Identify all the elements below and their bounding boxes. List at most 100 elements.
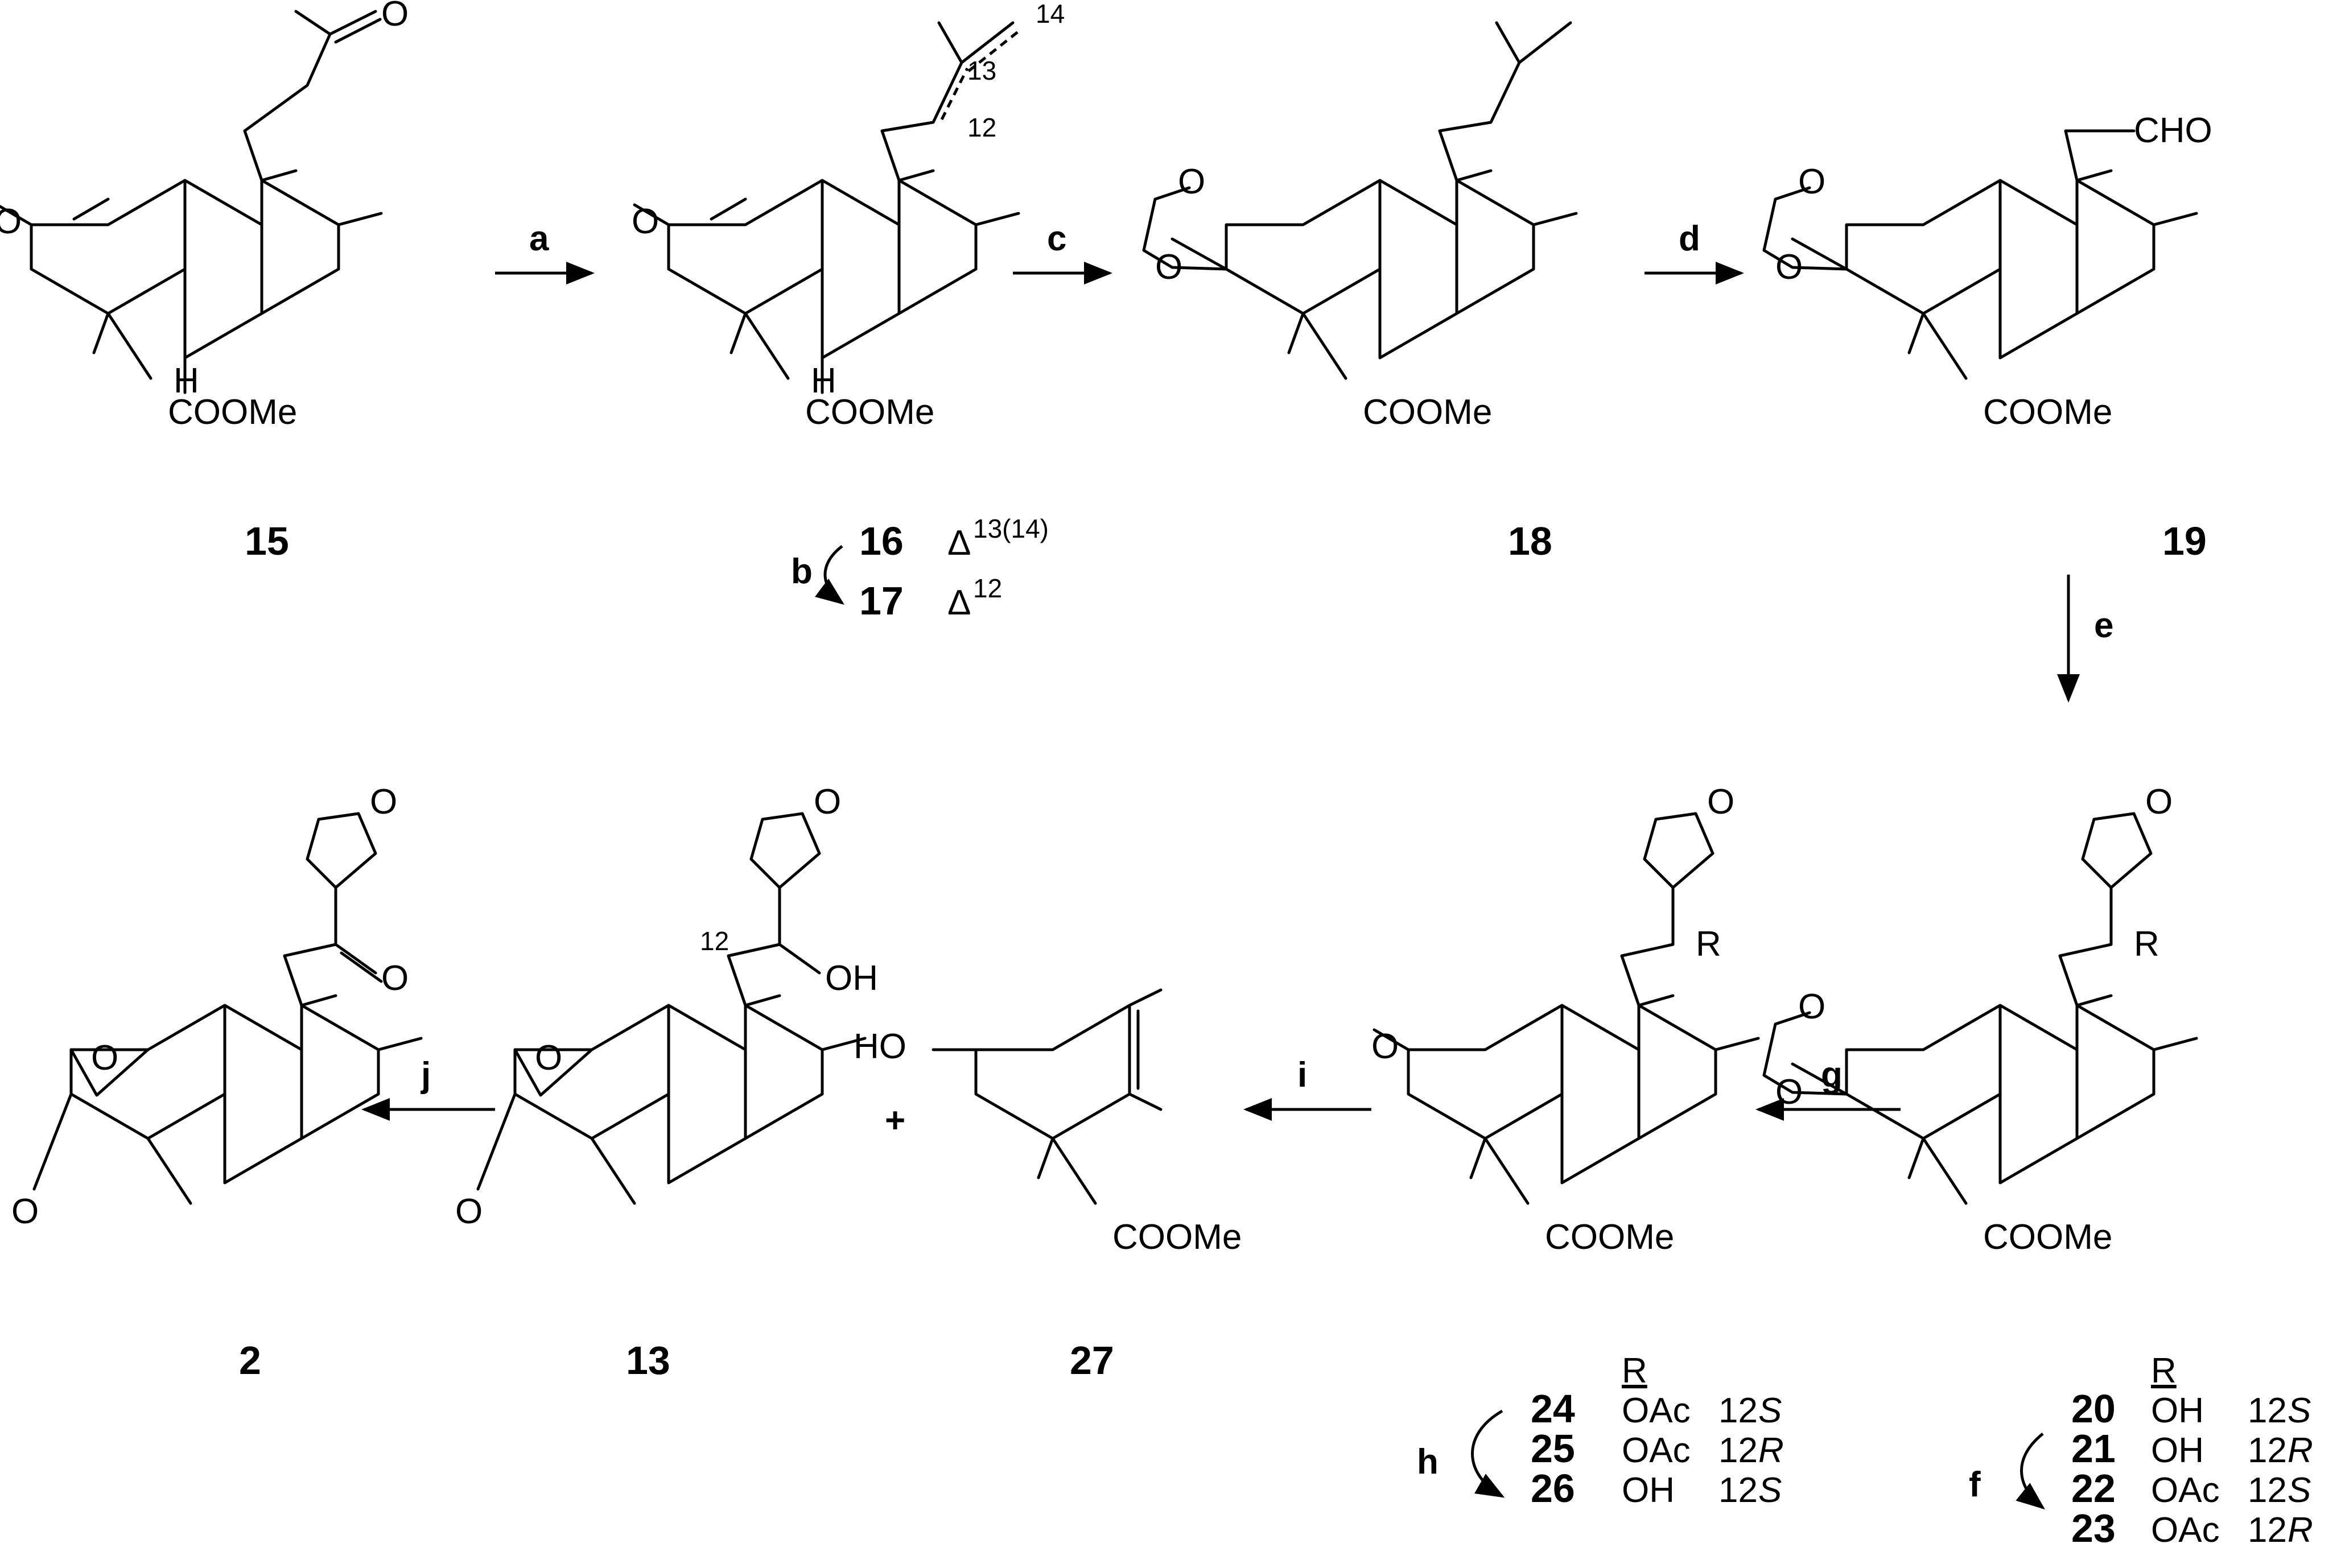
svg-text:23: 23	[2071, 1506, 2116, 1550]
step-a: a	[529, 219, 549, 258]
o-2: O	[1775, 1072, 1803, 1112]
step-j: j	[421, 1055, 431, 1095]
svg-text:12: 12	[2248, 1391, 2287, 1430]
ketone-o: O	[632, 202, 659, 241]
ester-label: COOMe	[1363, 393, 1492, 432]
svg-text:OH: OH	[2151, 1431, 2204, 1470]
aldehyde-label: CHO	[2134, 111, 2212, 150]
svg-text:S: S	[2288, 1471, 2311, 1510]
compound-18: COOMe O O	[1142, 21, 1578, 432]
ester-label: COOMe	[805, 393, 934, 432]
pos-12: 12	[700, 926, 729, 956]
svg-text:21: 21	[2071, 1426, 2116, 1471]
ketone-o: O	[0, 202, 22, 241]
oh-label: OH	[825, 959, 878, 998]
ester-label: COOMe	[1983, 393, 2112, 432]
sup-17: 12	[973, 573, 1002, 603]
furan-o: O	[1707, 782, 1734, 822]
svg-text:22: 22	[2071, 1466, 2116, 1511]
compound-2: O O O O	[11, 782, 423, 1231]
svg-text:12: 12	[2248, 1431, 2287, 1470]
ester-label: COOMe	[1112, 1218, 1242, 1257]
svg-text:24: 24	[1531, 1387, 1575, 1431]
o-1: O	[1178, 162, 1205, 201]
svg-text:R: R	[1758, 1431, 1784, 1470]
step-f: f	[1969, 1465, 1981, 1504]
h-label: H	[174, 361, 199, 401]
furan-o: O	[814, 782, 841, 822]
svg-text:25: 25	[1531, 1426, 1575, 1471]
svg-text:OH: OH	[1622, 1471, 1675, 1510]
svg-text:OH: OH	[2151, 1391, 2204, 1430]
svg-text:S: S	[1758, 1471, 1782, 1510]
ho-label: HO	[854, 1027, 906, 1066]
compound-20-23: COOMe O O O R	[1762, 782, 2198, 1257]
pos-13: 13	[967, 56, 996, 85]
row-21: 21 OH 12 R	[2071, 1426, 2313, 1471]
arrow-b	[815, 545, 844, 605]
svg-text:12: 12	[2248, 1471, 2287, 1510]
row-20: 20 OH 12 S	[2071, 1387, 2311, 1431]
row-23: 23 OAc 12 R	[2071, 1506, 2313, 1550]
compound-19: COOMe O O CHO	[1762, 111, 2212, 432]
row-24: 24 OAc 12 S	[1531, 1387, 1782, 1431]
compound-24-26: COOMe O O R	[1371, 782, 1760, 1257]
svg-text:20: 20	[2071, 1387, 2116, 1431]
compound-27: COOMe HO	[854, 988, 1242, 1257]
row-26: 26 OH 12 S	[1531, 1466, 1782, 1511]
bridge-o: O	[535, 1038, 562, 1078]
r-label: R	[2134, 925, 2159, 964]
svg-text:12: 12	[1718, 1391, 1758, 1430]
label-17: 17	[859, 579, 904, 623]
o-1: O	[1798, 987, 1825, 1026]
step-e: e	[2094, 606, 2113, 645]
label-15: 15	[245, 519, 289, 563]
bridge-o: O	[91, 1038, 118, 1078]
row-25: 25 OAc 12 R	[1531, 1426, 1784, 1471]
compound-13: O OH 12 O O	[455, 782, 878, 1231]
svg-text:S: S	[2288, 1391, 2311, 1430]
ester-label: COOMe	[1983, 1218, 2112, 1257]
table-24-26: R 24 OAc 12 S 25 OAc 12 R 26 OH 12 S h	[1417, 1351, 1784, 1511]
step-b: b	[791, 552, 813, 591]
svg-text:12: 12	[2248, 1511, 2287, 1550]
label-18: 18	[1508, 519, 1552, 563]
lactone-o: O	[455, 1192, 483, 1231]
pos-12: 12	[967, 113, 996, 142]
o-2: O	[1155, 247, 1182, 287]
plus-sign: +	[885, 1101, 905, 1140]
o-1: O	[1798, 162, 1825, 201]
ester-label: COOMe	[1545, 1218, 1674, 1257]
furan-o: O	[2145, 782, 2173, 822]
svg-text:12: 12	[1718, 1471, 1758, 1510]
lactone-o: O	[11, 1192, 39, 1231]
arrow-h	[1471, 1409, 1505, 1498]
ester-label: COOMe	[168, 393, 297, 432]
label-19: 19	[2162, 519, 2207, 563]
o-2: O	[1775, 247, 1803, 287]
step-d: d	[1679, 219, 1700, 258]
svg-text:OAc: OAc	[1622, 1431, 1691, 1470]
ketone-o: O	[381, 959, 409, 998]
r-header: R	[2151, 1351, 2177, 1390]
table-16-17: 16 Δ 13(14) 17 Δ 12 b	[791, 514, 1049, 623]
delta-16: Δ	[947, 523, 971, 563]
svg-text:OAc: OAc	[1622, 1391, 1691, 1430]
step-h: h	[1417, 1442, 1439, 1482]
step-i: i	[1297, 1055, 1307, 1095]
step-g: g	[1821, 1055, 1843, 1095]
h-label: H	[811, 361, 836, 401]
label-2: 2	[239, 1338, 261, 1383]
label-13: 13	[626, 1338, 670, 1383]
ketone-o: O	[1371, 1027, 1399, 1066]
pos-14: 14	[1036, 0, 1065, 28]
svg-text:OAc: OAc	[2151, 1471, 2220, 1510]
label-16: 16	[859, 519, 904, 563]
svg-text:S: S	[1758, 1391, 1782, 1430]
arrow-f	[2016, 1433, 2045, 1510]
compound-16: COOMe O H 14 13 12	[632, 0, 1065, 432]
furan-o: O	[370, 782, 397, 822]
compound-15: COOMe O O H	[0, 0, 409, 432]
table-20-23: R 20 OH 12 S 21 OH 12 R 22 OAc 12 S 23 O…	[1969, 1351, 2313, 1550]
